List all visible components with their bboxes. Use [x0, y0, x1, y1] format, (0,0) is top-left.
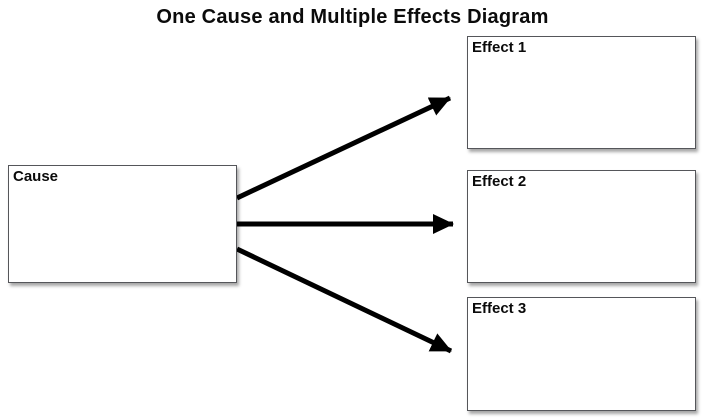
diagram-title: One Cause and Multiple Effects Diagram	[156, 6, 549, 28]
effect-1-box-label: Effect 1	[472, 39, 527, 56]
effect-3-box: Effect 3	[467, 297, 696, 411]
cause-box-label: Cause	[13, 168, 59, 185]
arrow-cause-to-effect-1	[235, 95, 452, 201]
cause-box: Cause	[8, 165, 237, 283]
effect-1-box: Effect 1	[467, 36, 696, 149]
effect-3-box-label: Effect 3	[472, 300, 527, 317]
effect-2-box-label: Effect 2	[472, 173, 527, 190]
effect-2-box: Effect 2	[467, 170, 696, 283]
arrow-cause-to-effect-3	[235, 246, 453, 354]
